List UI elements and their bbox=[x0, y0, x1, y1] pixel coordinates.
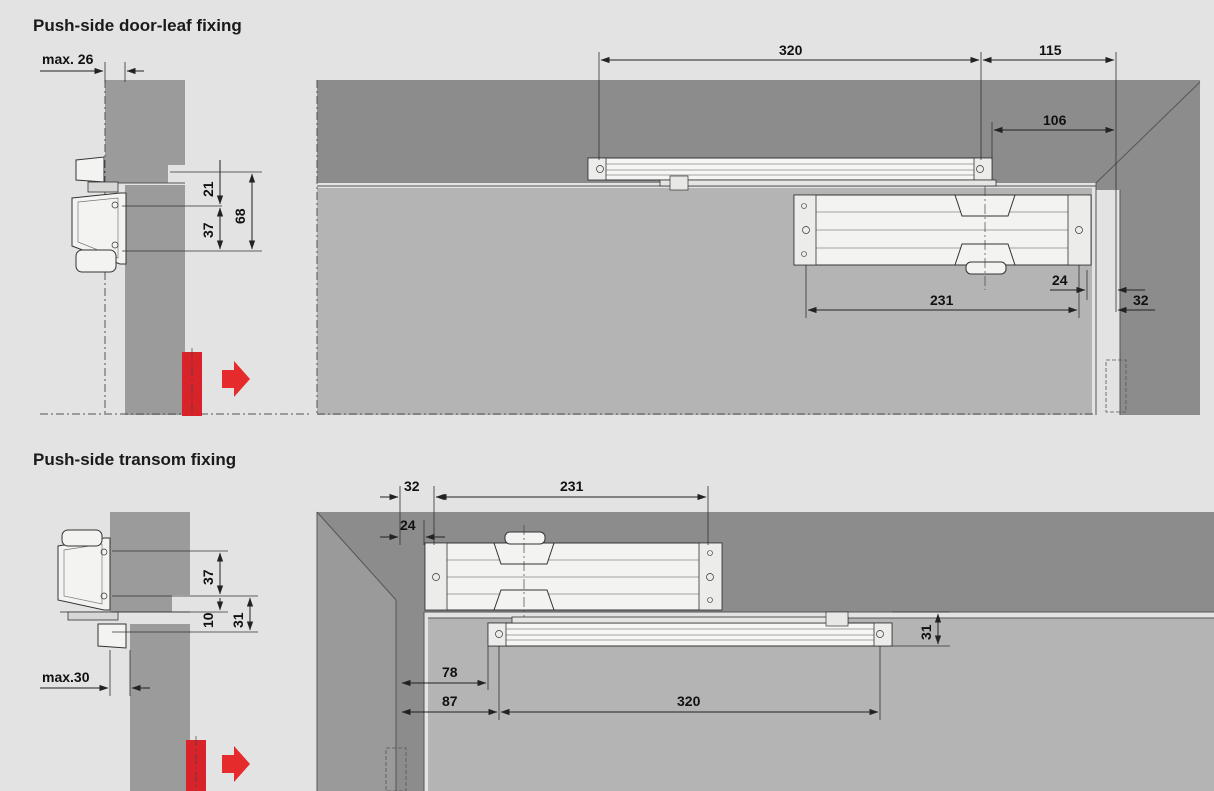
dim-24-bottom: 24 bbox=[400, 517, 416, 533]
frame-jamb-left bbox=[317, 512, 396, 791]
door-leaf-side-bottom bbox=[130, 624, 190, 791]
dim-37: 37 bbox=[200, 222, 216, 238]
dim-68: 68 bbox=[232, 208, 248, 224]
closer-body-side bbox=[71, 156, 127, 273]
slide-rail-top bbox=[587, 157, 997, 191]
dim-320-bottom: 320 bbox=[677, 693, 701, 709]
dim-320: 320 bbox=[779, 42, 803, 58]
dim-32-bottom: 32 bbox=[404, 478, 420, 494]
door-leaf-front-bottom bbox=[428, 618, 1214, 791]
dim-10: 10 bbox=[200, 612, 216, 628]
dim-21: 21 bbox=[200, 181, 216, 197]
closer-body-top bbox=[793, 186, 1092, 290]
section-title-door-leaf: Push-side door-leaf fixing bbox=[33, 16, 242, 35]
dim-231-bottom: 231 bbox=[560, 478, 584, 494]
slide-rail-bottom bbox=[487, 611, 893, 647]
dim-37-bottom: 37 bbox=[200, 569, 216, 585]
bottom-side-view: 37 10 31 max.30 bbox=[40, 512, 258, 791]
dim-78: 78 bbox=[442, 664, 458, 680]
handle-red-bottom bbox=[186, 740, 206, 791]
top-side-view: max. 26 21 37 68 bbox=[40, 51, 310, 416]
dim-115: 115 bbox=[1039, 42, 1062, 58]
transom-side bbox=[110, 512, 190, 612]
dim-106: 106 bbox=[1043, 112, 1067, 128]
section-title-transom: Push-side transom fixing bbox=[33, 450, 236, 469]
arrow-right-icon bbox=[222, 361, 250, 397]
arrow-right-icon-bottom bbox=[222, 746, 250, 782]
closer-body-bottom bbox=[424, 525, 723, 625]
dim-231: 231 bbox=[930, 292, 954, 308]
dim-87: 87 bbox=[442, 693, 458, 709]
closer-body-side-bottom bbox=[57, 529, 127, 649]
frame-head-side bbox=[105, 80, 185, 183]
dim-32: 32 bbox=[1133, 292, 1149, 308]
dim-max-30: max.30 bbox=[42, 669, 90, 685]
dim-max-26: max. 26 bbox=[42, 51, 94, 67]
bottom-front-view: 32 231 24 31 78 87 320 bbox=[316, 478, 1214, 791]
dim-24: 24 bbox=[1052, 272, 1068, 288]
dim-31-front: 31 bbox=[918, 624, 934, 640]
door-leaf-side bbox=[125, 185, 185, 415]
dim-31-side: 31 bbox=[230, 612, 246, 628]
top-front-view: 320 115 106 24 231 32 bbox=[316, 42, 1201, 415]
